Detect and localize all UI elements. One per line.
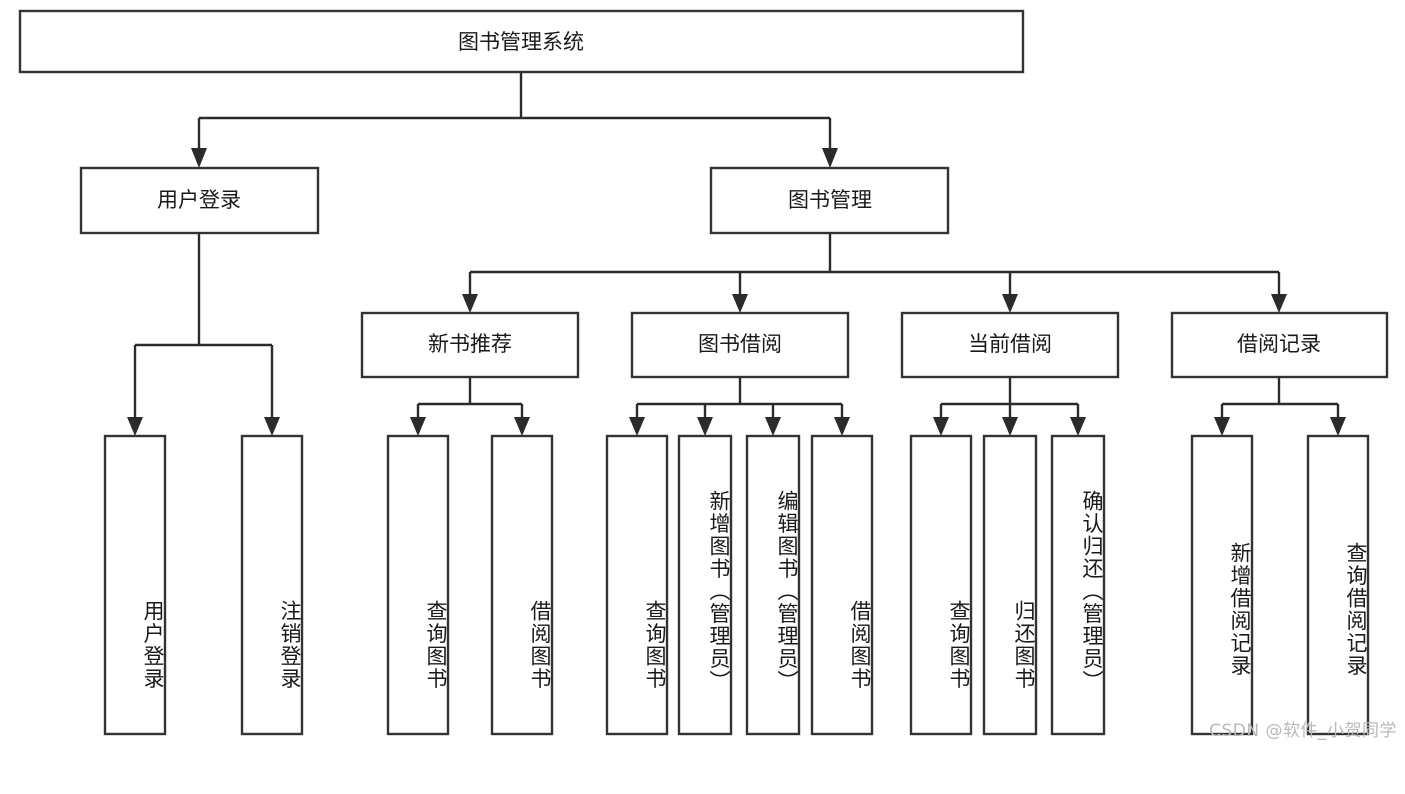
watermark: CSDN @软件_小贺同学 — [1209, 721, 1397, 741]
leaf-query-book-2-rect[interactable] — [605, 434, 669, 736]
leaf-add-book-rect[interactable] — [677, 434, 733, 736]
arrowhead-leaf-query-book-1 — [410, 417, 426, 436]
node-borrow-record-rect[interactable] — [1170, 311, 1389, 379]
leaf-group-book-borrow — [605, 434, 874, 736]
leaf-group-current-borrow — [909, 434, 1106, 736]
flowchart-svg: 图书管理系统 用户登录 图书管理 新书推荐 图书借阅 当前借阅 借阅记录 — [18, 9, 1389, 736]
node-root-rect[interactable] — [18, 9, 1025, 74]
connector-group-book-manage — [462, 233, 1287, 313]
arrowhead-book-borrow — [732, 294, 748, 313]
connector-group-user-login — [127, 233, 280, 436]
node-root[interactable]: 图书管理系统 — [18, 9, 1025, 74]
arrowhead-new-book-recommend — [462, 294, 478, 313]
leaf-borrow-book-2-rect[interactable] — [810, 434, 874, 736]
node-book-manage-label: 图书管理 — [788, 188, 872, 212]
node-root-label: 图书管理系统 — [458, 30, 584, 54]
arrowhead-leaf-borrow-book-2 — [834, 417, 850, 436]
arrowhead-current-borrow — [1002, 294, 1018, 313]
arrowhead-leaf-add-book — [697, 417, 713, 436]
connector-group-new-book-recommend — [410, 377, 530, 436]
node-new-book-recommend[interactable]: 新书推荐 — [360, 311, 580, 379]
arrowhead-user-login — [191, 148, 207, 168]
leaf-logout-rect[interactable] — [240, 434, 304, 736]
node-book-borrow-rect[interactable] — [630, 311, 850, 379]
arrowhead-leaf-query-book-2 — [629, 417, 645, 436]
leaf-confirm-return-rect[interactable] — [1050, 434, 1106, 736]
connector-group-borrow-record — [1214, 377, 1346, 436]
node-user-login[interactable]: 用户登录 — [79, 166, 320, 235]
connector-group-root — [191, 72, 838, 168]
leaf-group-user-login — [103, 434, 304, 736]
arrowhead-borrow-record — [1271, 294, 1287, 313]
node-new-book-recommend-label: 新书推荐 — [428, 332, 512, 356]
flowchart-canvas: 图书管理系统 用户登录 图书管理 新书推荐 图书借阅 当前借阅 借阅记录 — [18, 9, 1397, 741]
arrowhead-leaf-logout — [264, 417, 280, 436]
leaf-query-book-1-rect[interactable] — [386, 434, 450, 736]
leaf-query-book-3-rect[interactable] — [909, 434, 973, 736]
node-book-borrow[interactable]: 图书借阅 — [630, 311, 850, 379]
leaf-edit-book-rect[interactable] — [745, 434, 801, 736]
leaf-add-record-rect[interactable] — [1190, 434, 1254, 736]
leaf-group-borrow-record — [1190, 434, 1370, 736]
leaf-return-book-rect[interactable] — [982, 434, 1038, 736]
node-book-borrow-label: 图书借阅 — [698, 332, 782, 356]
leaf-group-new-book-recommend — [386, 434, 554, 736]
leaf-user-login-rect[interactable] — [103, 434, 167, 736]
leaf-query-record-rect[interactable] — [1306, 434, 1370, 736]
leaf-borrow-book-1-rect[interactable] — [490, 434, 554, 736]
node-current-borrow[interactable]: 当前借阅 — [900, 311, 1120, 379]
node-current-borrow-label: 当前借阅 — [968, 332, 1052, 356]
node-user-login-rect[interactable] — [79, 166, 320, 235]
connector-group-current-borrow — [933, 377, 1086, 436]
node-new-book-recommend-rect[interactable] — [360, 311, 580, 379]
arrowhead-leaf-confirm-return — [1070, 417, 1086, 436]
arrowhead-leaf-user-login — [127, 417, 143, 436]
connector-group-book-borrow — [629, 377, 850, 436]
arrowhead-leaf-add-record — [1214, 417, 1230, 436]
node-current-borrow-rect[interactable] — [900, 311, 1120, 379]
node-user-login-label: 用户登录 — [157, 188, 241, 212]
arrowhead-leaf-return-book — [1002, 417, 1018, 436]
arrowhead-leaf-edit-book — [765, 417, 781, 436]
node-borrow-record-label: 借阅记录 — [1237, 332, 1321, 356]
node-book-manage[interactable]: 图书管理 — [709, 166, 950, 235]
arrowhead-leaf-query-book-3 — [933, 417, 949, 436]
arrowhead-book-manage — [822, 148, 838, 168]
arrowhead-leaf-borrow-book-1 — [514, 417, 530, 436]
node-borrow-record[interactable]: 借阅记录 — [1170, 311, 1389, 379]
arrowhead-leaf-query-record — [1330, 417, 1346, 436]
node-book-manage-rect[interactable] — [709, 166, 950, 235]
